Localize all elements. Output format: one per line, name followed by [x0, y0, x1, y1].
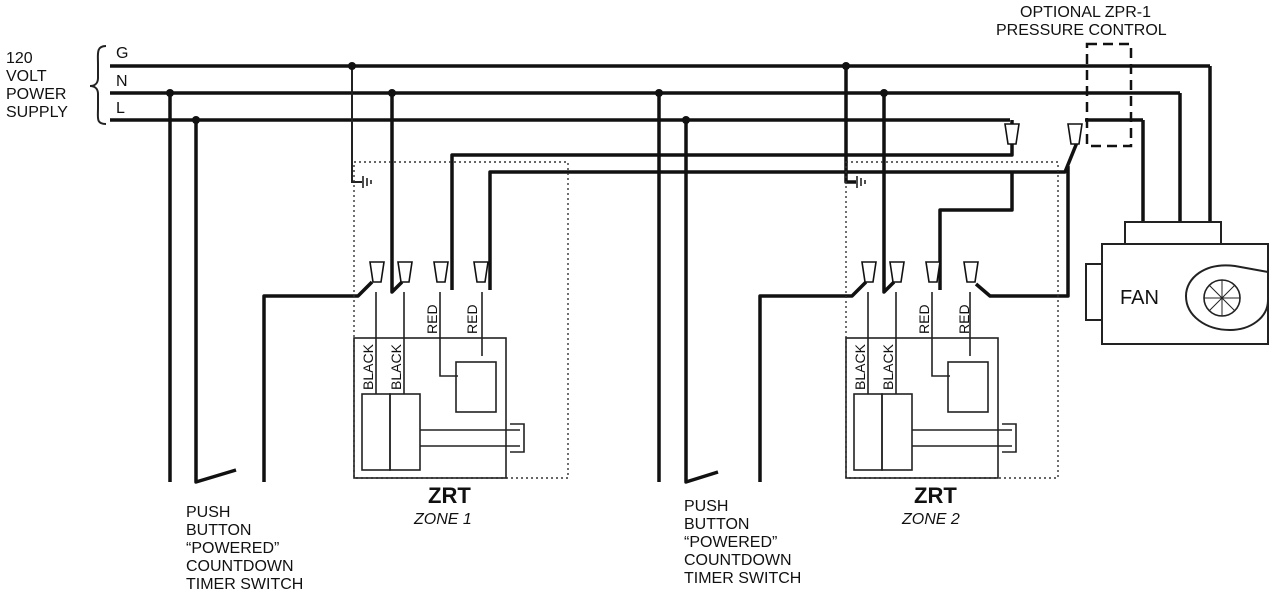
zone1-wire-nut-3: [433, 261, 449, 283]
switch2-line2: BUTTON: [684, 516, 749, 533]
pressure-control-box: [1085, 42, 1133, 148]
pressure-label-1: OPTIONAL ZPR-1: [1020, 4, 1151, 21]
zone1-switch-line: [194, 120, 237, 484]
zone2-dotted-enclosure: [845, 161, 1059, 479]
zone2-neutral-wire: [882, 93, 896, 294]
zone1-red-wire-a: [450, 140, 1014, 290]
zone2-black-2: BLACK: [880, 343, 896, 390]
zone2-black-1: BLACK: [852, 343, 868, 390]
switch2-line1: PUSH: [684, 498, 728, 515]
zone2-switch-line: [684, 120, 719, 484]
switch-2-label: PUSH BUTTON “POWERED” COUNTDOWN TIMER SW…: [684, 498, 801, 587]
zone2-ground-icon: [856, 176, 866, 188]
zone2-switched-wire: [758, 280, 868, 482]
fan-unit: FAN: [1085, 221, 1269, 345]
zone1-wire-nut-2: [397, 261, 413, 283]
zone2-wire-nut-4: [963, 261, 979, 283]
zone2-relay-box: [845, 337, 999, 479]
zone2-wire-nut-1: [861, 261, 877, 283]
zone1-black-1: BLACK: [360, 343, 376, 390]
pressure-wire-nut-1: [1004, 123, 1020, 145]
zone1-coil-a: [361, 393, 391, 471]
switch2-line4: COUNTDOWN: [684, 552, 792, 569]
supply-line3: SUPPLY: [6, 104, 68, 121]
zone1-switched-wire: [262, 280, 374, 482]
bus-lines: [110, 64, 1212, 222]
zone2-contact: [947, 361, 989, 413]
zone1-black-2: BLACK: [388, 343, 404, 390]
zone-1-zrt: BLACK BLACK RED RED ZRT ZONE 1: [353, 161, 569, 528]
supply-voltage: 120: [6, 50, 33, 67]
zone-1-wiring: [166, 62, 1080, 484]
zone2-wire-nut-2: [889, 261, 905, 283]
ground-label: G: [116, 45, 128, 62]
switch-1-label: PUSH BUTTON “POWERED” COUNTDOWN TIMER SW…: [186, 504, 303, 593]
fan-blades-icon: [1204, 280, 1240, 316]
zone-2-zrt: BLACK BLACK RED RED ZRT ZONE 2: [845, 161, 1059, 528]
zone2-red-2: RED: [956, 304, 972, 334]
zone2-wire-nut-3: [925, 261, 941, 283]
fan-junction-box: [1124, 221, 1222, 245]
zone2-red-1: RED: [916, 304, 932, 334]
zone2-coil-b: [881, 393, 913, 471]
zone1-ground-icon: [362, 176, 372, 188]
switch1-line2: BUTTON: [186, 522, 251, 539]
power-supply-label: 120 VOLT POWER SUPPLY: [6, 50, 68, 121]
zone1-neutral-wire: [390, 93, 404, 294]
zone1-ground-drop: [351, 66, 362, 183]
pressure-label-2: PRESSURE CONTROL: [996, 22, 1167, 39]
supply-line2: POWER: [6, 86, 66, 103]
zone2-red-wire-b: [974, 166, 1070, 298]
switch2-line5: TIMER SWITCH: [684, 570, 801, 587]
switch1-line5: TIMER SWITCH: [186, 576, 303, 593]
zone1-contact: [455, 361, 497, 413]
switch1-line3: “POWERED”: [186, 540, 279, 557]
zone2-red-wire-a: [938, 172, 1014, 290]
zone2-terminal: [912, 423, 1017, 453]
zone2-subtitle: ZONE 2: [901, 511, 960, 528]
zone1-title: ZRT: [428, 483, 471, 508]
fan-label: FAN: [1120, 287, 1159, 309]
zone1-relay-box: [353, 337, 507, 479]
zone2-ground-drop: [844, 66, 856, 184]
zone1-leads: [375, 292, 483, 394]
switch2-line3: “POWERED”: [684, 534, 777, 551]
zone1-red-1: RED: [424, 304, 440, 334]
fan-scroll-icon: [1184, 264, 1269, 332]
zone2-coil-a: [853, 393, 883, 471]
zone1-wire-nut-1: [369, 261, 385, 283]
zone1-terminal: [420, 423, 525, 453]
zone1-red-2: RED: [464, 304, 480, 334]
switch1-line4: COUNTDOWN: [186, 558, 294, 575]
supply-line1: VOLT: [6, 68, 47, 85]
zone2-leads: [867, 292, 971, 394]
pressure-wire-nut-2: [1067, 123, 1083, 145]
line-label: L: [116, 100, 125, 117]
zone1-wire-nut-4: [473, 261, 489, 283]
fan-duct-collar: [1085, 263, 1103, 321]
zone1-subtitle: ZONE 1: [413, 511, 472, 528]
zone2-title: ZRT: [914, 483, 957, 508]
neutral-label: N: [116, 73, 128, 90]
zone1-red-wire-b: [488, 139, 1080, 290]
switch1-line1: PUSH: [186, 504, 230, 521]
supply-brace: [89, 45, 107, 125]
zone1-coil-b: [389, 393, 421, 471]
